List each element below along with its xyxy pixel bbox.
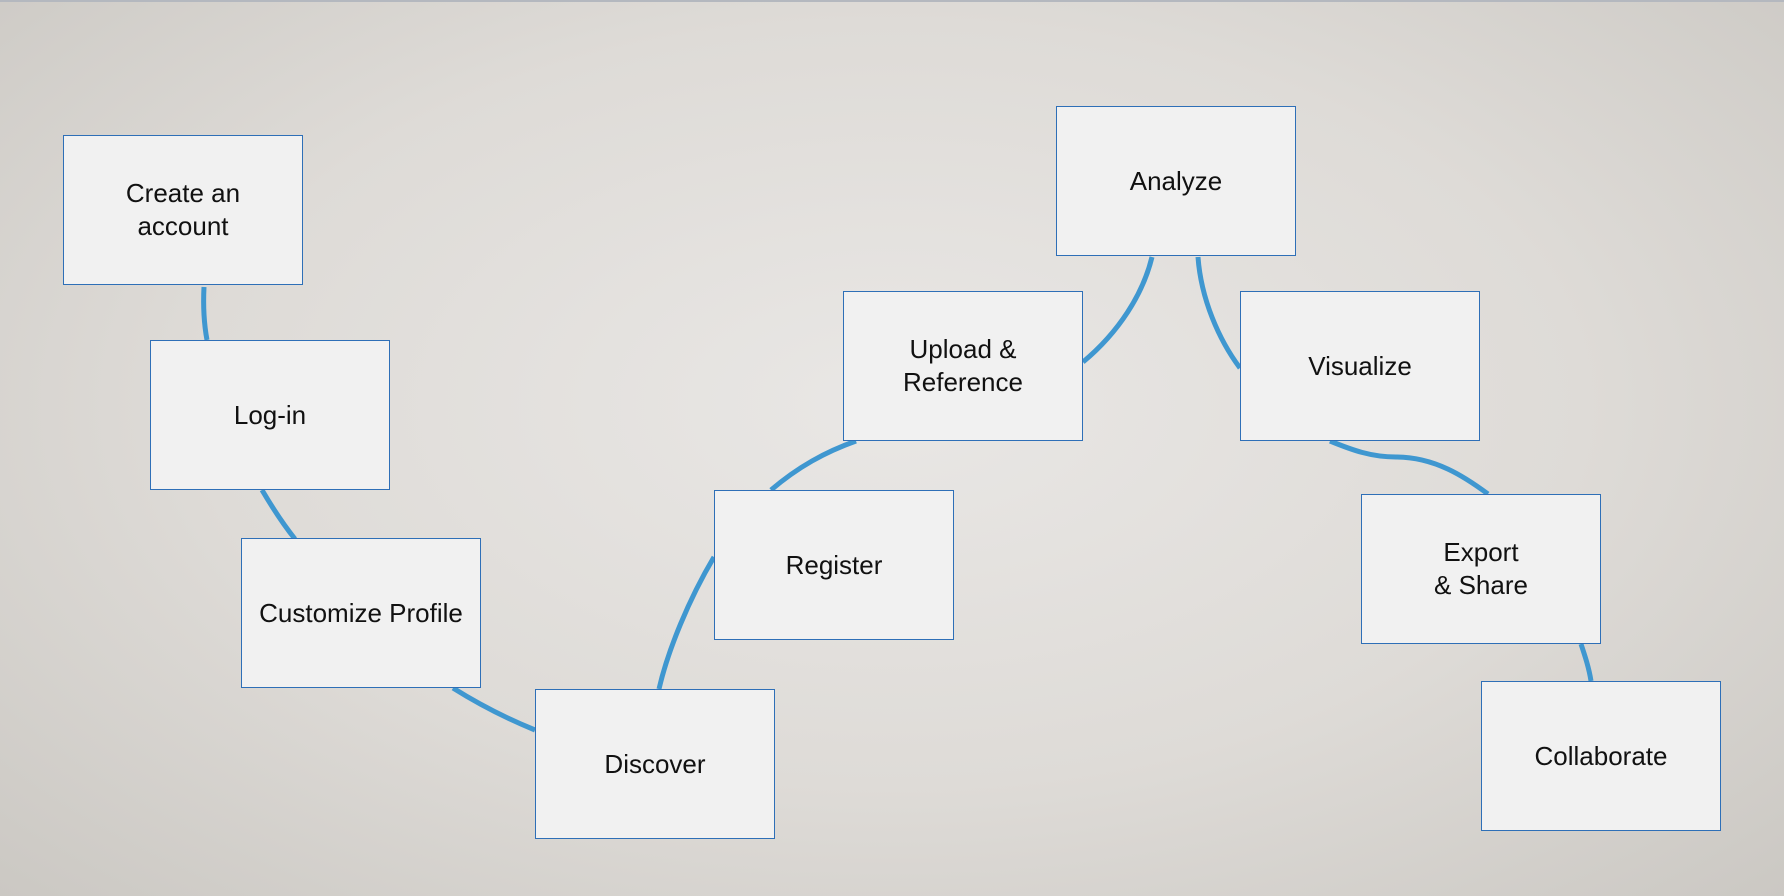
- node-analyze: Analyze: [1056, 106, 1296, 256]
- connector-create-login: [201, 286, 210, 341]
- node-visualize: Visualize: [1240, 291, 1480, 441]
- connector-export-collaborate: [1578, 643, 1594, 682]
- node-register: Register: [714, 490, 954, 640]
- connector-analyze-visualize: [1195, 256, 1243, 370]
- node-upload-reference: Upload & Reference: [843, 291, 1083, 441]
- node-create-account: Create an account: [63, 135, 303, 285]
- node-export-share: Export & Share: [1361, 494, 1601, 644]
- node-customize-profile: Customize Profile: [241, 538, 481, 688]
- connector-login-customize: [259, 488, 297, 541]
- connector-upload-analyze: [1081, 256, 1155, 364]
- connector-discover-register: [656, 555, 717, 690]
- connector-register-upload: [769, 438, 857, 492]
- connector-visualize-export: [1329, 438, 1490, 497]
- connector-customize-discover: [451, 685, 536, 733]
- node-login: Log-in: [150, 340, 390, 490]
- node-discover: Discover: [535, 689, 775, 839]
- node-collaborate: Collaborate: [1481, 681, 1721, 831]
